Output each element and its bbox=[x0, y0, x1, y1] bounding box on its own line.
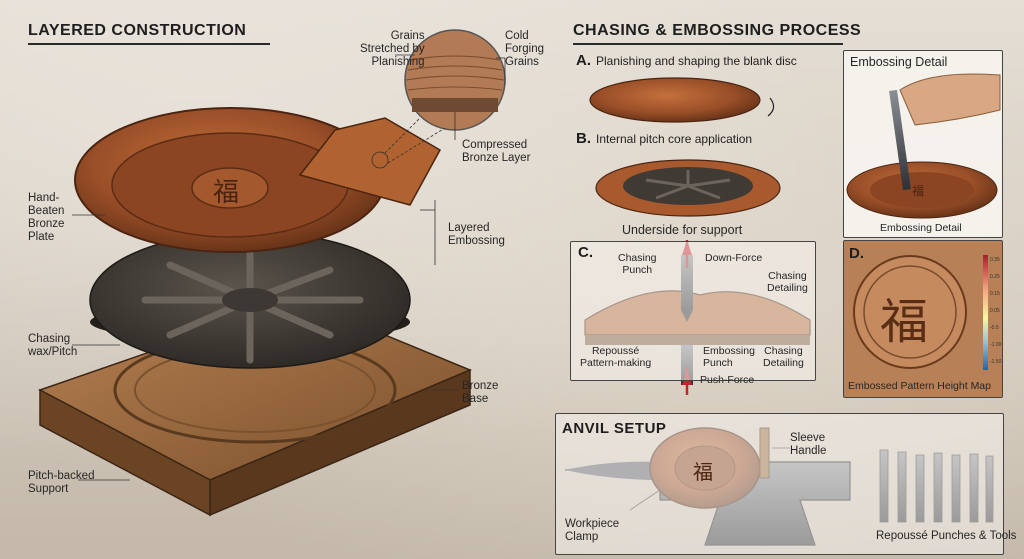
height-map-glyph: 福 bbox=[880, 294, 929, 350]
label-grains-stretched: Grains Stretched by Planishing bbox=[360, 30, 425, 68]
label-pitch-support: Pitch-backed Support bbox=[28, 470, 95, 495]
scale-tick: 0.05 bbox=[990, 308, 1000, 314]
scale-tick: -1.50 bbox=[990, 359, 1002, 365]
label-sleeve-handle: Sleeve Handle bbox=[790, 432, 827, 457]
label-cold-forging: Cold Forging Grains bbox=[505, 30, 544, 68]
label-workpiece-clamp: Workpiece Clamp bbox=[565, 518, 620, 543]
step-b-text: Internal pitch core application bbox=[596, 132, 753, 146]
embossing-detail-glyph: 福 bbox=[912, 184, 925, 198]
step-a-letter: A. bbox=[576, 52, 591, 69]
anvil-setup-title: ANVIL SETUP bbox=[562, 420, 667, 437]
chasing-pitch-disc bbox=[89, 231, 411, 369]
scale-tick: -1.00 bbox=[990, 342, 1002, 348]
step-a: A. Planishing and shaping the blank disc bbox=[576, 52, 797, 69]
step-c-letter: C. bbox=[578, 244, 593, 261]
height-map-scale: 0.35 0.25 0.15 0.05 -0.5 -1.00 -1.50 bbox=[990, 252, 1001, 371]
embossing-detail-caption: Embossing Detail bbox=[880, 222, 962, 234]
label-compressed-layer: Compressed Bronze Layer bbox=[462, 139, 531, 164]
label-chasing-detailing-top: Chasing Detailing bbox=[767, 270, 808, 294]
step-a-text: Planishing and shaping the blank disc bbox=[596, 54, 797, 68]
anvil-setup-panel bbox=[555, 413, 1004, 555]
right-title-underline bbox=[573, 43, 843, 45]
hand-beaten-bronze-plate bbox=[74, 107, 442, 253]
label-bronze-base: Bronze Base bbox=[462, 380, 499, 405]
label-layered-embossing: Layered Embossing bbox=[448, 222, 505, 247]
step-d-letter: D. bbox=[849, 245, 864, 262]
step-b-letter: B. bbox=[576, 130, 591, 147]
step-b: B. Internal pitch core application bbox=[576, 130, 752, 147]
step-c-panel bbox=[570, 241, 816, 381]
scale-tick: 0.35 bbox=[990, 257, 1000, 263]
label-chasing-punch: Chasing Punch bbox=[618, 252, 657, 276]
scale-tick: -0.5 bbox=[990, 325, 999, 331]
embossing-detail-panel bbox=[843, 50, 1003, 238]
label-down-force: Down-Force bbox=[705, 252, 763, 264]
step-b-caption: Underside for support bbox=[622, 223, 743, 237]
left-title-underline bbox=[28, 43, 270, 45]
scale-tick: 0.25 bbox=[990, 274, 1000, 280]
label-embossing-punch: Embossing Punch bbox=[703, 345, 755, 369]
anvil-plate-glyph: 福 bbox=[693, 460, 713, 484]
right-section-title: CHASING & EMBOSSING PROCESS bbox=[573, 22, 862, 39]
label-chasing-wax: Chasing wax/Pitch bbox=[28, 333, 78, 358]
scale-tick: 0.15 bbox=[990, 291, 1000, 297]
plate-glyph: 福 bbox=[213, 178, 240, 208]
label-repousse: Repoussé Pattern-making bbox=[580, 345, 652, 369]
label-chasing-detailing-bottom: Chasing Detailing bbox=[763, 345, 804, 369]
label-hand-beaten-plate: Hand- Beaten Bronze Plate bbox=[28, 192, 65, 243]
step-d: D. bbox=[849, 245, 869, 262]
height-map-caption: Embossed Pattern Height Map bbox=[848, 380, 991, 392]
step-c: C. bbox=[578, 244, 598, 261]
embossing-detail-title: Embossing Detail bbox=[850, 55, 948, 69]
left-section-title: LAYERED CONSTRUCTION bbox=[28, 22, 247, 39]
label-repousse-tools: Repoussé Punches & Tools bbox=[876, 530, 1017, 542]
label-push-force: Push-Force bbox=[700, 374, 755, 386]
